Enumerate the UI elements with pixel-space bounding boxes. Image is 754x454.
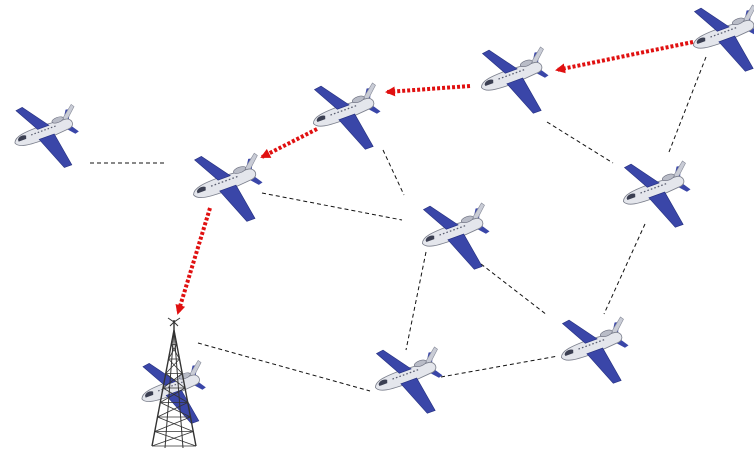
link-plane-f-plane-i — [405, 251, 427, 351]
nodes-layer — [14, 4, 754, 449]
link-plane-b-plane-f — [261, 192, 403, 221]
link-plane-f-plane-j — [197, 342, 371, 392]
link-plane-j-plane-i — [480, 263, 548, 316]
airplane-icon — [561, 316, 629, 384]
airplane-icon — [623, 160, 691, 228]
relay-arrow-3 — [260, 127, 318, 159]
link-plane-j-ground-tower — [440, 355, 559, 378]
link-plane-e-plane-g — [668, 56, 707, 153]
airplane-icon — [693, 4, 754, 72]
radio-tower-icon — [151, 317, 197, 449]
link-plane-c-plane-f — [382, 149, 405, 196]
relay-arrow-2 — [385, 84, 471, 97]
airplane-icon — [481, 46, 549, 114]
link-plane-d-plane-g — [546, 121, 614, 164]
airplane-icon — [193, 152, 263, 222]
airplane-icon — [14, 103, 79, 168]
link-plane-g-plane-i — [603, 223, 646, 315]
airplane-icon — [375, 346, 443, 414]
airplane-icon — [313, 82, 381, 150]
relay-arrow-1 — [555, 40, 694, 74]
relay-path-layer — [175, 40, 694, 315]
relay-arrow-4 — [175, 207, 212, 315]
airplane-icon — [422, 202, 490, 270]
dashed-links-layer — [90, 56, 707, 392]
